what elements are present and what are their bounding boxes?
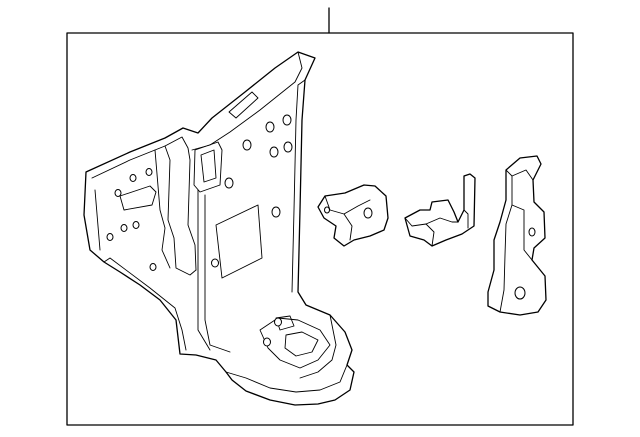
middle-bracket-outline: [404, 173, 476, 247]
reinforcement-bracket-outline: [487, 155, 547, 316]
middle-bracket[interactable]: [404, 173, 476, 247]
bracket-upper-hole: [528, 227, 536, 237]
upper-bracket[interactable]: [317, 184, 389, 247]
reinforcement-bracket[interactable]: [487, 155, 547, 316]
bracket-lower-hole: [514, 286, 526, 300]
upper-bracket-hole: [363, 207, 373, 219]
mounting-holes: [106, 114, 293, 347]
center-pad: [215, 204, 263, 279]
left-tab: [119, 185, 157, 211]
diagram-frame: [66, 32, 574, 426]
left-flange: [91, 136, 197, 271]
pillar-panel[interactable]: [83, 51, 355, 406]
lower-pocket: [259, 317, 331, 369]
top-slot: [228, 91, 259, 119]
center-channel: [193, 141, 223, 193]
upper-bracket-outline: [317, 184, 389, 247]
